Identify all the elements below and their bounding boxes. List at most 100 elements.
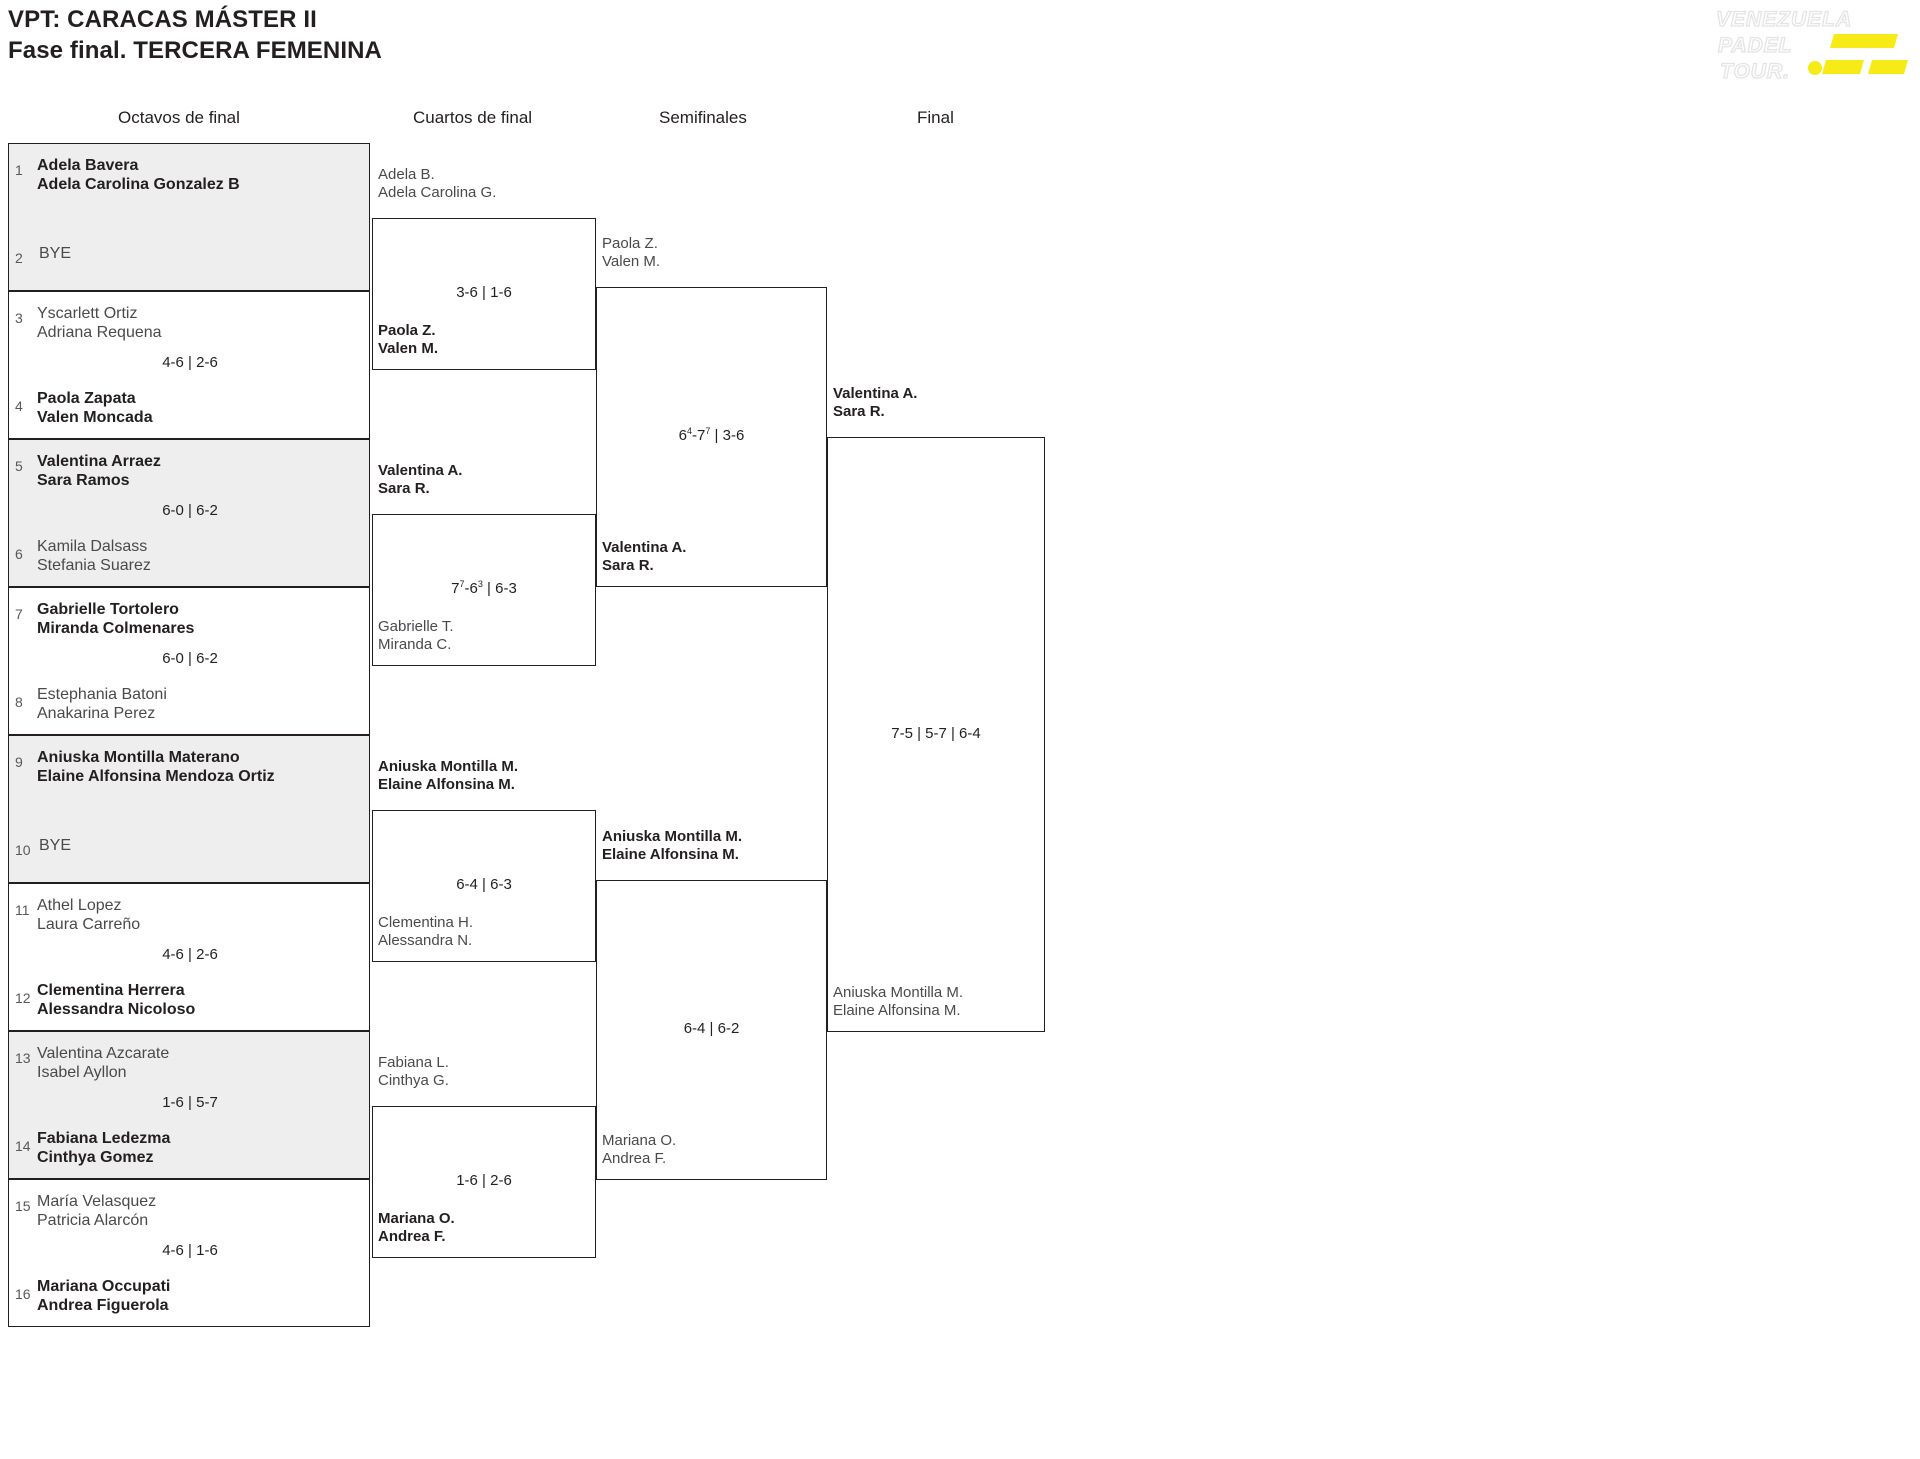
- advancing-team-name: Valentina A.: [833, 385, 918, 402]
- team-name: Andrea Figuerola: [37, 1297, 169, 1314]
- team-name: Kamila Dalsass: [37, 538, 148, 555]
- seed-number: 2: [15, 250, 23, 266]
- advancing-team-name: Mariana O.: [378, 1210, 455, 1227]
- team-name: Gabrielle Tortolero: [37, 601, 179, 618]
- match-score: 7-5 | 5-7 | 6-4: [891, 724, 981, 742]
- team-name: Laura Carreño: [37, 916, 141, 933]
- seed-number: 11: [15, 902, 30, 918]
- match-score: 1-6 | 5-7: [162, 1094, 218, 1111]
- page-title: VPT: CARACAS MÁSTER II Fase final. TERCE…: [8, 4, 382, 66]
- advancing-team-name: Adela B.: [378, 166, 435, 183]
- match-score: 6-0 | 6-2: [162, 650, 218, 667]
- advancing-team-name: Aniuska Montilla M.: [833, 984, 964, 1001]
- seed-number: 9: [15, 754, 23, 770]
- tournament-subtitle: Fase final. TERCERA FEMENINA: [8, 37, 382, 64]
- seed-number: 13: [15, 1050, 31, 1066]
- team-name: Valentina Azcarate: [37, 1045, 170, 1062]
- advancing-team-name: Sara R.: [602, 557, 654, 574]
- seed-number: 12: [15, 990, 31, 1006]
- team-name: Isabel Ayllon: [37, 1064, 127, 1081]
- bye-label: BYE: [39, 245, 72, 262]
- team-name: Miranda Colmenares: [37, 620, 195, 637]
- match-score: 1-6 | 2-6: [456, 1172, 512, 1189]
- advancing-team-name: Andrea F.: [602, 1150, 667, 1167]
- team-name: Valen Moncada: [37, 409, 153, 426]
- seed-number: 15: [15, 1198, 31, 1214]
- round3-match[interactable]: [596, 287, 827, 587]
- team-name: María Velasquez: [37, 1193, 157, 1210]
- match-score: 4-6 | 2-6: [162, 946, 218, 963]
- advancing-team-name: Mariana O.: [602, 1132, 677, 1149]
- team-name: Stefania Suarez: [37, 557, 151, 574]
- advancing-team-name: Elaine Alfonsina M.: [378, 776, 515, 793]
- venezuela-padel-tour-logo: VENEZUELA PADEL TOUR.: [1708, 4, 1908, 90]
- match-score: 6-4 | 6-2: [683, 1020, 740, 1037]
- match-score: 77-63 | 6-3: [451, 579, 517, 598]
- round-header-semifinales: Semifinales: [659, 108, 747, 127]
- team-name: Adriana Requena: [37, 324, 162, 341]
- team-name: Clementina Herrera: [37, 982, 185, 999]
- round-header-octavos: Octavos de final: [118, 108, 240, 127]
- team-name: Adela Bavera: [37, 157, 139, 174]
- advancing-team-name: Miranda C.: [378, 636, 452, 653]
- seed-number: 3: [15, 310, 23, 326]
- team-name: Aniuska Montilla Materano: [37, 749, 240, 766]
- seed-number: 5: [15, 458, 23, 474]
- round2-match[interactable]: [372, 218, 596, 370]
- tournament-title: VPT: CARACAS MÁSTER II: [8, 6, 317, 33]
- round-header-cuartos: Cuartos de final: [413, 108, 533, 127]
- final-match[interactable]: [827, 437, 1045, 1032]
- match-score: 6-0 | 6-2: [162, 502, 218, 519]
- advancing-team-name: Alessandra N.: [378, 932, 473, 949]
- svg-text:VENEZUELA: VENEZUELA: [1716, 8, 1852, 31]
- match-score: 3-6 | 1-6: [456, 284, 512, 301]
- advancing-team-name: Gabrielle T.: [378, 618, 454, 635]
- team-name: Adela Carolina Gonzalez B: [37, 176, 240, 193]
- advancing-team-name: Elaine Alfonsina M.: [602, 846, 739, 863]
- advancing-team-name: Aniuska Montilla M.: [378, 758, 519, 775]
- round3-match[interactable]: [596, 880, 827, 1180]
- advancing-team-name: Valentina A.: [378, 462, 463, 479]
- seed-number: 16: [15, 1286, 31, 1302]
- advancing-team-name: Aniuska Montilla M.: [602, 828, 743, 845]
- match-score: 64-77 | 3-6: [678, 426, 745, 445]
- advancing-team-name: Cinthya G.: [378, 1072, 449, 1089]
- team-name: Estephania Batoni: [37, 686, 167, 703]
- seed-number: 4: [15, 398, 23, 414]
- team-name: Yscarlett Ortiz: [37, 305, 138, 322]
- round-header-final: Final: [917, 108, 954, 127]
- team-name: Elaine Alfonsina Mendoza Ortiz: [37, 768, 275, 785]
- team-name: Alessandra Nicoloso: [37, 1001, 196, 1018]
- team-name: Valentina Arraez: [37, 453, 161, 470]
- match-score: 6-4 | 6-3: [456, 876, 512, 893]
- round2-match[interactable]: [372, 1106, 596, 1258]
- seed-number: 14: [15, 1138, 31, 1154]
- team-name: Athel Lopez: [37, 897, 122, 914]
- seed-number: 6: [15, 546, 23, 562]
- seed-number: 10: [15, 842, 31, 858]
- advancing-team-name: Valen M.: [378, 340, 439, 357]
- team-name: Patricia Alarcón: [37, 1212, 149, 1229]
- round2-match[interactable]: [372, 514, 596, 666]
- advancing-team-name: Clementina H.: [378, 914, 474, 931]
- svg-text:PADEL: PADEL: [1718, 34, 1793, 57]
- match-score: 4-6 | 1-6: [162, 1242, 218, 1259]
- match-score: 4-6 | 2-6: [162, 354, 218, 371]
- team-name: Sara Ramos: [37, 472, 130, 489]
- advancing-team-name: Adela Carolina G.: [378, 184, 497, 201]
- team-name: Cinthya Gomez: [37, 1149, 154, 1166]
- round2-match[interactable]: [372, 810, 596, 962]
- team-name: Anakarina Perez: [37, 705, 156, 722]
- advancing-team-name: Sara R.: [378, 480, 430, 497]
- advancing-team-name: Valen M.: [602, 253, 661, 270]
- advancing-team-name: Fabiana L.: [378, 1054, 449, 1071]
